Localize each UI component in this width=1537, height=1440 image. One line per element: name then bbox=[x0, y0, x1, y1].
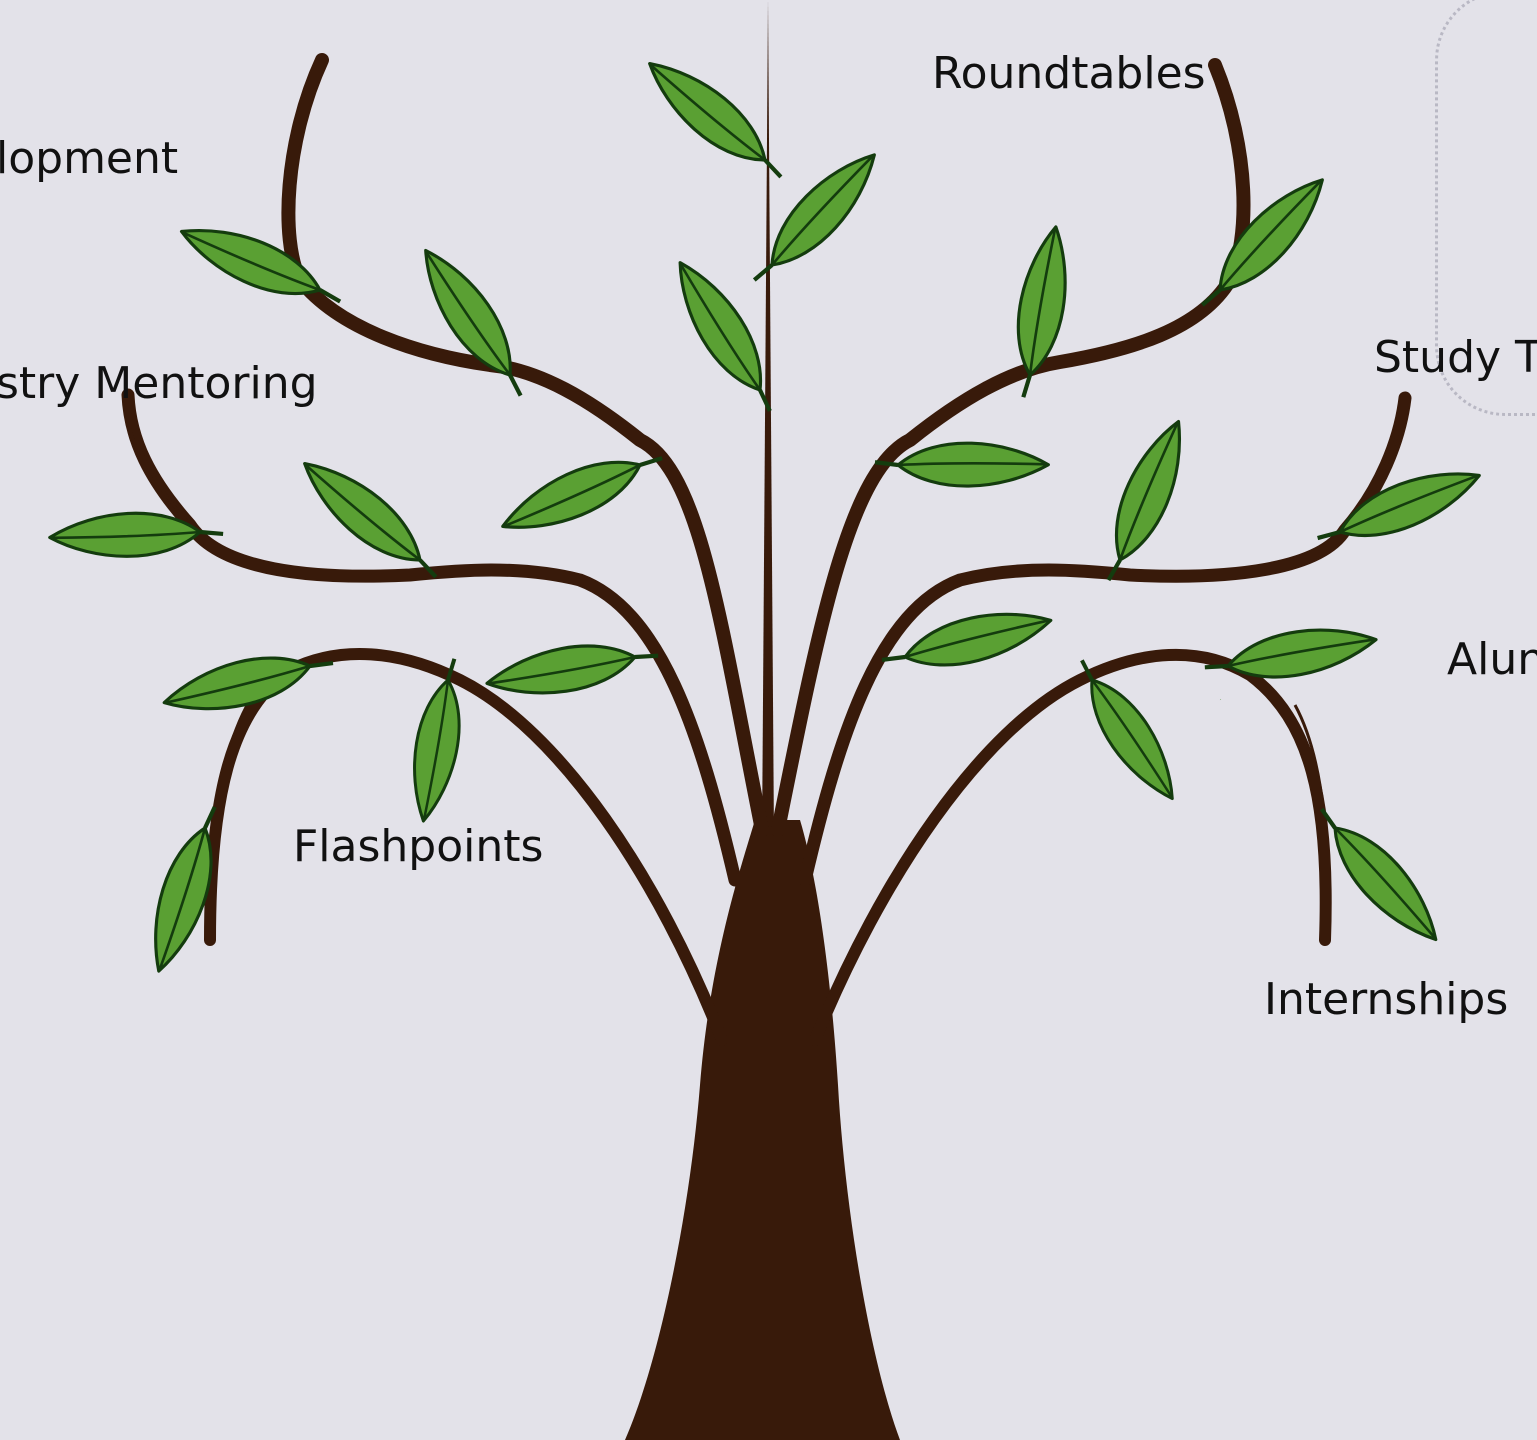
label-internships: Internships bbox=[1264, 974, 1509, 1025]
label-study-tours: Study T bbox=[1374, 332, 1537, 383]
leaf bbox=[419, 235, 528, 411]
label-development: lopment bbox=[0, 133, 179, 184]
leaf bbox=[177, 198, 344, 335]
leaf bbox=[731, 149, 898, 286]
callout-panel bbox=[1435, 0, 1537, 416]
leaf bbox=[1310, 468, 1486, 545]
leaf bbox=[163, 656, 335, 711]
central-stem bbox=[762, 0, 774, 840]
leaf bbox=[487, 642, 659, 697]
leaf bbox=[1315, 788, 1442, 960]
leaf bbox=[644, 38, 787, 202]
leaf bbox=[123, 803, 250, 975]
leaf bbox=[1205, 626, 1377, 681]
leaf bbox=[494, 451, 670, 534]
label-flashpoints: Flashpoints bbox=[293, 821, 544, 872]
label-alumni: Alun bbox=[1447, 634, 1537, 685]
limb-right-lower bbox=[809, 648, 1332, 1046]
leaf bbox=[1219, 698, 1222, 701]
leaf bbox=[873, 422, 1049, 505]
label-roundtables: Roundtables bbox=[932, 48, 1206, 99]
limb-left-lower bbox=[204, 647, 728, 1046]
leaf bbox=[385, 654, 493, 826]
leaf bbox=[1179, 174, 1346, 311]
label-industry-mentoring: stry Mentoring bbox=[0, 358, 318, 409]
leaf bbox=[1075, 417, 1212, 584]
tree-trunk bbox=[625, 820, 900, 1440]
